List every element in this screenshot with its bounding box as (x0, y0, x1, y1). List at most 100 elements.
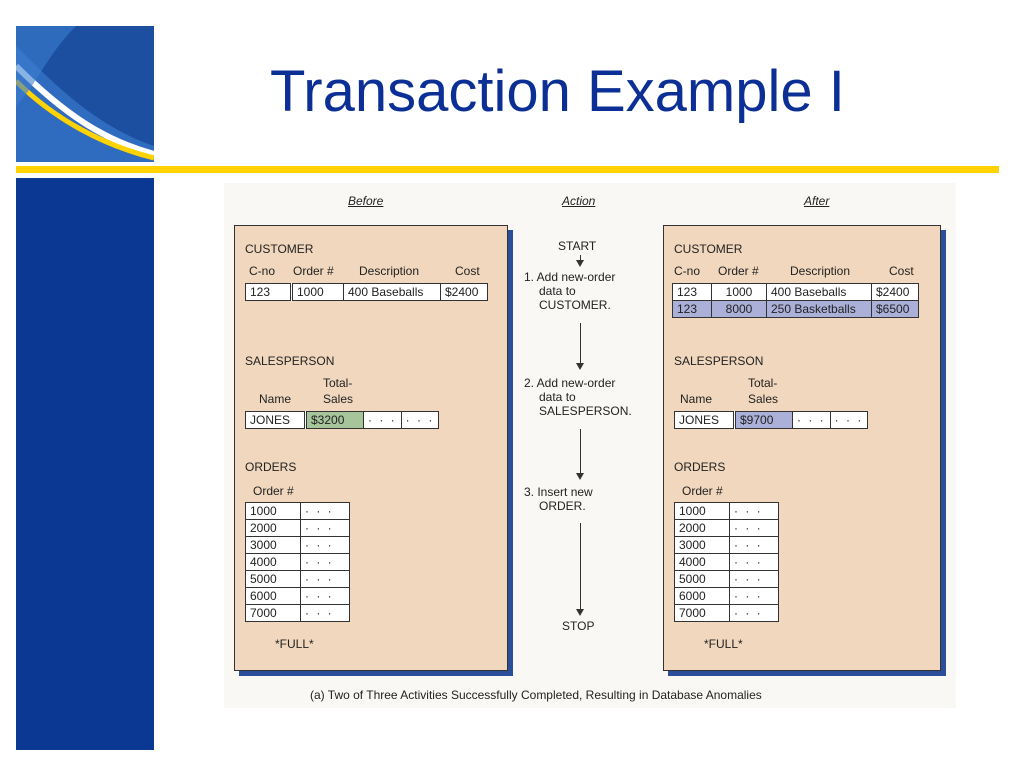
arrow-head (576, 363, 584, 370)
before-orders-full: *FULL* (275, 637, 314, 651)
table-row: 1000· · · (245, 502, 350, 520)
column-header: C-no (674, 264, 701, 278)
after-customer-label: CUSTOMER (674, 242, 743, 256)
arrow-line (580, 255, 581, 261)
slide-logo (16, 26, 154, 162)
action-step1-line: 1. Add new-order (524, 270, 616, 284)
figure-caption: (a) Two of Three Activities Successfully… (310, 688, 762, 702)
after-header: After (804, 194, 830, 208)
table-row: 2000· · · (674, 519, 779, 537)
table-cell: $3200 (304, 411, 364, 429)
table-row: 4000· · · (674, 553, 779, 571)
column-header: Order # (293, 264, 334, 278)
after-orders-label: ORDERS (674, 460, 726, 474)
table-cell: 7000 (245, 604, 301, 622)
before-panel: CUSTOMER C-no Order # Description Cost 1… (234, 225, 508, 671)
after-orders-full: *FULL* (704, 637, 743, 651)
arrow-head (576, 609, 584, 616)
table-cell: 123 (245, 283, 292, 301)
column-header: Cost (889, 264, 914, 278)
table-cell: 400 Baseballs (766, 283, 872, 301)
table-cell: · · · (300, 587, 350, 605)
action-step3-line: 3. Insert new (524, 485, 593, 499)
column-header: Sales (748, 392, 779, 406)
table-cell: · · · (729, 519, 779, 537)
table-cell: · · · (729, 570, 779, 588)
table-cell: 5000 (245, 570, 301, 588)
table-cell: JONES (674, 411, 735, 429)
column-header: Name (259, 392, 292, 406)
table-cell: · · · (363, 411, 402, 429)
table-cell: $2400 (871, 283, 919, 301)
table-cell: · · · (300, 604, 350, 622)
table-row: JONES $9700 · · · · · · (674, 411, 869, 429)
after-salesperson-table: JONES $9700 · · · · · · (674, 411, 869, 429)
sidebar-bar (16, 178, 154, 750)
table-cell: $9700 (733, 411, 793, 429)
table-row: 123 8000 250 Basketballs $6500 (672, 300, 919, 318)
column-header: Total- (748, 376, 778, 390)
before-customer-table: 123 1000 400 Baseballs $2400 (245, 283, 488, 301)
action-step1-line: CUSTOMER. (539, 298, 611, 312)
table-row: 123 1000 400 Baseballs $2400 (672, 283, 919, 301)
table-cell: · · · (300, 570, 350, 588)
table-cell: 2000 (245, 519, 301, 537)
action-stop: STOP (562, 619, 595, 633)
action-step1-line: data to (539, 284, 576, 298)
action-start: START (558, 239, 597, 253)
table-cell: 2000 (674, 519, 730, 537)
table-row: 123 1000 400 Baseballs $2400 (245, 283, 488, 301)
table-cell: · · · (300, 536, 350, 554)
arrow-line (580, 323, 581, 363)
column-header: Order # (253, 484, 294, 498)
after-panel: CUSTOMER C-no Order # Description Cost 1… (663, 225, 941, 671)
table-cell: 6000 (674, 587, 730, 605)
arrow-line (580, 429, 581, 473)
table-cell: · · · (300, 502, 350, 520)
table-cell: · · · (829, 411, 869, 429)
table-row: 5000· · · (245, 570, 350, 588)
table-row: 4000· · · (245, 553, 350, 571)
table-row: 7000· · · (674, 604, 779, 622)
before-salesperson-label: SALESPERSON (245, 354, 335, 368)
table-cell: 5000 (674, 570, 730, 588)
table-cell: 1000 (245, 502, 301, 520)
table-row: 3000· · · (674, 536, 779, 554)
table-cell: 7000 (674, 604, 730, 622)
table-cell: 3000 (245, 536, 301, 554)
table-row: 6000· · · (245, 587, 350, 605)
before-salesperson-table: JONES $3200 · · · · · · (245, 411, 440, 429)
table-cell: $6500 (871, 300, 919, 318)
column-header: Order # (682, 484, 723, 498)
column-header: Name (680, 392, 713, 406)
column-header: Description (359, 264, 420, 278)
table-cell: 3000 (674, 536, 730, 554)
column-header: Sales (323, 392, 354, 406)
table-cell: 1000 (711, 283, 767, 301)
table-cell: 4000 (245, 553, 301, 571)
transaction-figure: Before Action After CUSTOMER C-no Order … (224, 183, 956, 708)
column-header: Description (790, 264, 851, 278)
table-cell: 250 Basketballs (766, 300, 872, 318)
arrow-head (576, 260, 584, 267)
table-cell: · · · (729, 536, 779, 554)
table-cell: JONES (245, 411, 306, 429)
table-cell: 4000 (674, 553, 730, 571)
table-cell: · · · (729, 604, 779, 622)
table-cell: · · · (729, 502, 779, 520)
action-step2-line: SALESPERSON. (539, 404, 632, 418)
column-header: Order # (718, 264, 759, 278)
before-customer-label: CUSTOMER (245, 242, 314, 256)
column-header: C-no (249, 264, 276, 278)
table-cell: 123 (672, 300, 712, 318)
table-row: 5000· · · (674, 570, 779, 588)
slide-title: Transaction Example I (270, 59, 845, 124)
before-header: Before (348, 194, 384, 208)
action-header: Action (562, 194, 596, 208)
table-cell: 8000 (711, 300, 767, 318)
before-orders-label: ORDERS (245, 460, 297, 474)
table-row: 2000· · · (245, 519, 350, 537)
arrow-head (576, 473, 584, 480)
title-rule (16, 166, 999, 173)
table-cell: · · · (400, 411, 440, 429)
